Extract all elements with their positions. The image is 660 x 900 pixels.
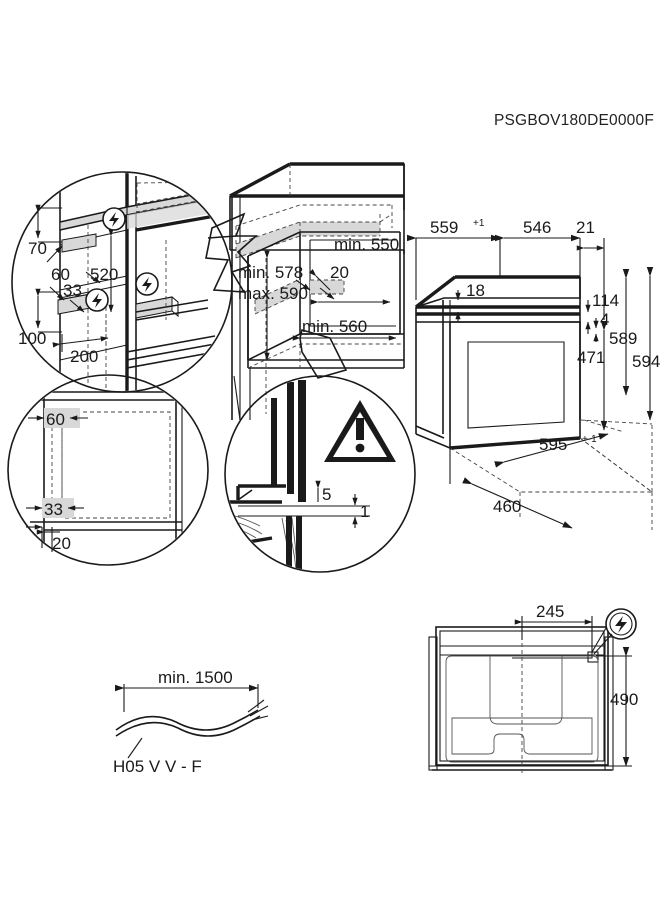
- dimension-114-label: 114: [592, 291, 619, 310]
- drawing-code-label: PSGBOV180DE0000F: [493, 112, 654, 129]
- dimension-595: 595 +-1: [494, 433, 609, 468]
- dimension-559-tolerance: +1: [473, 218, 485, 229]
- warning-triangle-icon: [324, 400, 396, 462]
- detail-circle-bottom-left: 60 33 20: [7, 374, 209, 566]
- dimension-18: 18: [455, 281, 485, 322]
- dimension-20-detail: 20: [26, 524, 71, 553]
- dimension-min-578-label: min. 578: [238, 263, 303, 282]
- cable-length-label: min. 1500: [158, 668, 233, 687]
- dimension-33-label: 33: [63, 281, 82, 300]
- dimension-460: 460: [449, 448, 573, 529]
- dimension-200: 200: [52, 320, 109, 366]
- dimension-589: 589: [609, 268, 637, 396]
- dimension-60-label: 60: [51, 265, 70, 284]
- dimension-546: 546: [494, 218, 581, 276]
- electrical-bolt-icon: [85, 288, 109, 312]
- dimension-490-label: 490: [610, 690, 638, 709]
- dimension-min-550-label: min. 550: [334, 235, 399, 254]
- dimension-594: 594: [632, 266, 660, 421]
- dimension-490: 490: [596, 646, 638, 767]
- dimension-595-tolerance: +-1: [582, 434, 597, 445]
- dimension-70-label: 70: [28, 239, 47, 258]
- dimension-min-560-label: min. 560: [302, 317, 367, 336]
- dimension-5-label: 5: [322, 485, 331, 504]
- dimension-100-label: 100: [18, 329, 46, 348]
- dimension-460-label: 460: [493, 497, 521, 516]
- cable-type-label: H05 V V - F: [113, 757, 202, 776]
- dimension-520: 520: [85, 228, 118, 313]
- electrical-bolt-icon: [102, 207, 126, 231]
- electrical-bolt-icon: [591, 608, 637, 655]
- cabinet-niche-isometric: min. 550 20 min. 578 max. 590 min. 560: [205, 162, 405, 421]
- dimension-4-label: 4: [600, 310, 609, 329]
- dimension-60-detail-label: 60: [46, 410, 65, 429]
- dimension-471: 471: [577, 320, 608, 431]
- dimension-114: 114: [585, 291, 619, 334]
- dimension-100: 100: [18, 288, 62, 348]
- dimension-1: 1: [352, 494, 369, 528]
- dimension-20-niche-label: 20: [330, 263, 349, 282]
- dimension-max-590-label: max. 590: [238, 284, 308, 303]
- dimension-33-detail: 33: [26, 500, 84, 519]
- dimension-546-label: 546: [523, 218, 551, 237]
- dimension-70: 70: [28, 204, 62, 258]
- electrical-bolt-icon: [135, 272, 159, 296]
- dimension-18-label: 18: [466, 281, 485, 300]
- dimension-559: 559 +1: [406, 218, 501, 300]
- power-cable-detail: min. 1500 H05 V V - F: [113, 668, 269, 776]
- oven-rear-view: 245 490: [428, 602, 638, 775]
- dimension-559-label: 559: [430, 218, 458, 237]
- detail-circle-center-bottom: 5 1: [224, 329, 416, 573]
- dimension-21: 21: [576, 218, 605, 320]
- dimension-595-label: 595: [539, 435, 567, 454]
- dimension-245-label: 245: [536, 602, 564, 621]
- dimension-589-label: 589: [609, 329, 637, 348]
- detail-circle-top-left: 70 60 520 33: [11, 171, 233, 393]
- dimension-33: 33: [49, 281, 85, 313]
- dimension-min-550: min. 550: [308, 235, 399, 305]
- dimension-200-label: 200: [70, 347, 98, 366]
- dimension-245: 245: [514, 602, 593, 648]
- dimension-5: 5: [310, 480, 331, 507]
- dimension-594-label: 594: [632, 352, 660, 371]
- dimension-4: 4: [593, 310, 609, 342]
- dimension-20-detail-label: 20: [52, 534, 71, 553]
- dimension-60-detail: 60: [28, 410, 88, 429]
- dimension-1-label: 1: [360, 502, 369, 521]
- dimension-20-niche: 20: [295, 263, 349, 300]
- dimension-520-label: 520: [90, 265, 118, 284]
- oven-isometric: 559 +1 546 21 18: [406, 218, 660, 530]
- dimension-60: 60: [46, 245, 70, 284]
- dimension-min-560: min. 560: [292, 317, 397, 341]
- dimension-21-label: 21: [576, 218, 595, 237]
- dimension-471-label: 471: [577, 348, 605, 367]
- dimension-33-detail-label: 33: [44, 500, 63, 519]
- dimension-niche-height: min. 578 max. 590: [238, 250, 308, 361]
